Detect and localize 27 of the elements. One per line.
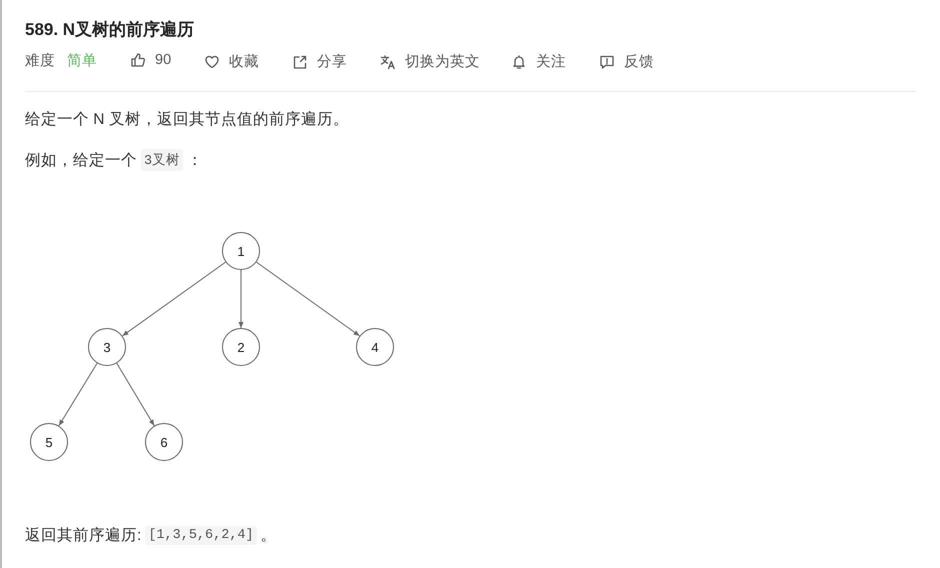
tree-node: 5 xyxy=(30,423,68,461)
page-title: 589. N叉树的前序遍历 xyxy=(25,19,194,41)
favorite-button: 收藏 xyxy=(204,52,259,71)
translate-button: 切换为英文 xyxy=(380,52,480,71)
inline-code: [1,3,5,6,2,4] xyxy=(145,526,257,545)
like-button: 90 xyxy=(130,52,172,68)
arrow xyxy=(122,262,226,336)
arrow xyxy=(256,262,360,336)
example-text: 例如，给定一个 xyxy=(25,150,137,170)
difficulty-level: 简单 xyxy=(67,52,97,70)
punctuation-mark: ： xyxy=(187,150,204,170)
feedback-button: 反馈 xyxy=(599,52,654,71)
arrow xyxy=(238,270,244,328)
arrow xyxy=(116,362,155,426)
arrow xyxy=(58,362,98,426)
tree-node: 3 xyxy=(88,328,126,366)
result-text: 返回其前序遍历: xyxy=(25,526,142,546)
tree-node: 2 xyxy=(222,328,260,366)
share-button: 分享 xyxy=(292,52,347,71)
punctuation-mark: 。 xyxy=(260,526,277,546)
tree-node: 6 xyxy=(145,423,183,461)
tree-node: 1 xyxy=(222,232,260,270)
inline-code: 3叉树 xyxy=(141,149,184,171)
description-text: 给定一个 N 叉树，返回其节点值的前序遍历。 xyxy=(25,110,349,130)
difficulty-label: 难度 xyxy=(25,52,55,70)
follow-button: 关注 xyxy=(511,52,566,71)
tree-node: 4 xyxy=(356,328,394,366)
